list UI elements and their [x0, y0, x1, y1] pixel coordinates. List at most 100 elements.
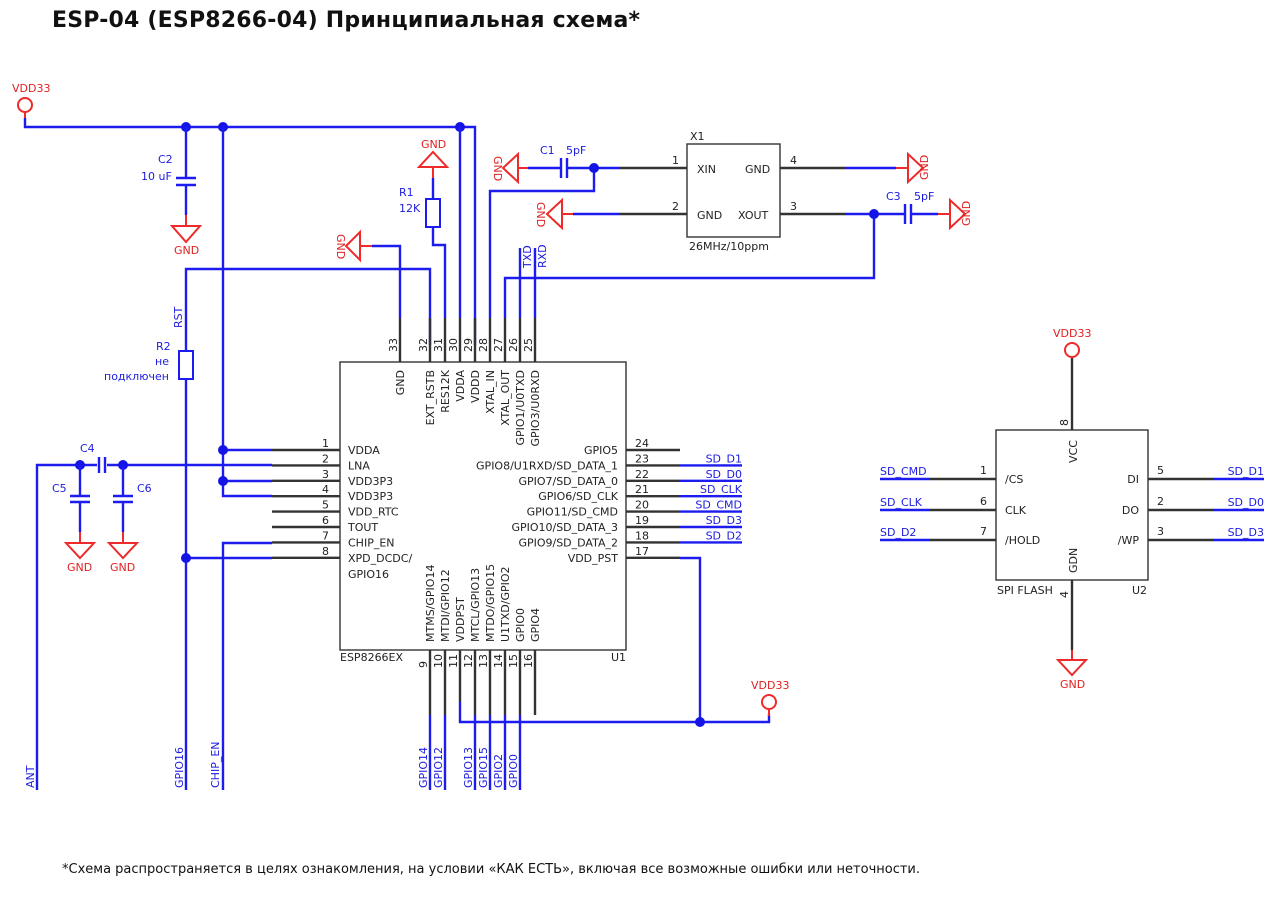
pin-number: 17 [635, 545, 649, 558]
pin-number: 5 [1157, 464, 1164, 477]
pin-number: 3 [1157, 525, 1164, 538]
pin-number: 29 [462, 338, 475, 352]
x1-ref: X1 [690, 130, 705, 143]
u1-bottom-pins: 9MTMS/GPIO1410MTDI/GPIO1211VDDPST12MTCL/… [417, 564, 542, 715]
gnd-label: GND [334, 234, 347, 259]
junction [218, 445, 228, 455]
c4-ref: C4 [80, 442, 95, 455]
pin-name: TOUT [347, 521, 378, 534]
pin-number: 7 [980, 525, 987, 538]
c2-value: 10 uF [141, 170, 172, 183]
net-label: SD_D3 [706, 514, 742, 527]
pin-number: 12 [462, 654, 475, 668]
pin-name: VDD_PST [568, 552, 619, 565]
net-gpio16: GPIO16 [173, 747, 186, 788]
u1-right-pins: 24GPIO523GPIO8/U1RXD/SD_DATA_122GPIO7/SD… [476, 437, 680, 565]
pin-number: 8 [1058, 419, 1071, 426]
net-label: SD_D0 [1228, 496, 1264, 509]
pin-number: 32 [417, 338, 430, 352]
gnd-label: GND [1060, 678, 1085, 691]
pin-name: XIN [697, 163, 716, 176]
pin-name: VDDPST [454, 597, 467, 642]
pin-name: MTCL/GPIO13 [469, 568, 482, 642]
pin-name: U1TXD/GPIO2 [499, 566, 512, 642]
net-label: SD_D1 [706, 452, 742, 465]
pin-name: GPIO3/U0RXD [529, 370, 542, 446]
r1-value: 12K [399, 202, 421, 215]
pin-number: 26 [507, 338, 520, 352]
pin-name: GPIO10/SD_DATA_3 [511, 521, 618, 534]
crystal-x1: X1 1 2 4 3 XIN GND GND XOUT 26MHz/10ppm [620, 130, 846, 253]
pin-number: 15 [507, 654, 520, 668]
pin-name: DO [1122, 504, 1139, 517]
pin-name: /CS [1005, 473, 1023, 486]
vdd33-label: VDD33 [12, 82, 50, 95]
net-label: SD_D1 [1228, 465, 1264, 478]
u2-vcc-pin: VDD33 8 VCC [1053, 327, 1091, 463]
pin-number: 14 [492, 654, 505, 668]
r2-value-2: подключен [104, 370, 169, 383]
net-label: SD_CMD [695, 499, 742, 512]
pin-name: GND [394, 370, 407, 395]
net-label: SD_D2 [706, 529, 742, 542]
pin-name: VDDA [348, 444, 380, 457]
capacitor-c4: C4 [80, 442, 107, 473]
pin-number: 21 [635, 483, 649, 496]
pin-name: GPIO8/U1RXD/SD_DATA_1 [476, 459, 618, 472]
net-label: GPIO2 [492, 754, 505, 788]
x1-value: 26MHz/10ppm [689, 240, 769, 253]
r2-ref: R2 [156, 340, 171, 353]
pin-number: 28 [477, 338, 490, 352]
pin-number: 9 [417, 661, 430, 668]
pin-name: MTMS/GPIO14 [424, 565, 437, 642]
c1-value: 5pF [566, 144, 586, 157]
u2-name: SPI FLASH [997, 584, 1053, 597]
pin-number: 30 [447, 338, 460, 352]
pin-name: XTAL_OUT [499, 370, 512, 426]
u2-body [995, 429, 1149, 581]
pin-name: MTDO/GPIO15 [484, 564, 497, 642]
pin-number: 27 [492, 338, 505, 352]
vdd33-symbol-bottom: VDD33 [751, 679, 789, 716]
vdd33-label: VDD33 [1053, 327, 1091, 340]
gnd-label: GND [491, 156, 504, 181]
pin-number: 4 [322, 483, 329, 496]
u2-gnd-pin: GND 4 GDN [1055, 548, 1089, 691]
pin-name: MTDI/GPIO12 [439, 569, 452, 642]
c3-ref: C3 [886, 190, 901, 203]
c2-ref: C2 [158, 153, 173, 166]
net-label: GPIO14 [417, 747, 430, 788]
c5-ref: C5 [52, 482, 67, 495]
pin-name: CLK [1005, 504, 1027, 517]
pin-number: 3 [790, 200, 797, 213]
pin-number: 5 [322, 499, 329, 512]
net-label: SD_D3 [1228, 526, 1264, 539]
pin-name: GND [697, 209, 722, 222]
pin-number: 6 [322, 514, 329, 527]
c6-ref: C6 [137, 482, 152, 495]
c1-ref: C1 [540, 144, 555, 157]
net-txd: TXD [521, 245, 534, 269]
u1-top-pins: 33GND32EXT_RSTB31RES12K30VDDA29VDDD28XTA… [387, 318, 542, 446]
pin-number: 6 [980, 495, 987, 508]
capacitor-c2: C2 10 uF GND [141, 127, 203, 257]
net-rst: RST [172, 306, 185, 328]
pin-number: 2 [672, 200, 679, 213]
junction [218, 476, 228, 486]
pin-name: DI [1127, 473, 1139, 486]
page-title: ESP-04 (ESP8266-04) Принципиальная схема… [52, 8, 641, 33]
capacitor-c6: C6 GND [106, 465, 152, 574]
u1-pin8-extra: GPIO16 [348, 568, 389, 581]
pin-name: GPIO11/SD_CMD [527, 506, 618, 519]
gnd-label: GND [67, 561, 92, 574]
pin-number: 18 [635, 529, 649, 542]
pin-name: XTAL_IN [484, 370, 497, 414]
pin-number: 7 [322, 529, 329, 542]
pin-number: 3 [322, 468, 329, 481]
resistor-r1: GND R1 12K [399, 138, 450, 318]
pin-name: /HOLD [1005, 534, 1040, 547]
pin-number: 16 [522, 654, 535, 668]
